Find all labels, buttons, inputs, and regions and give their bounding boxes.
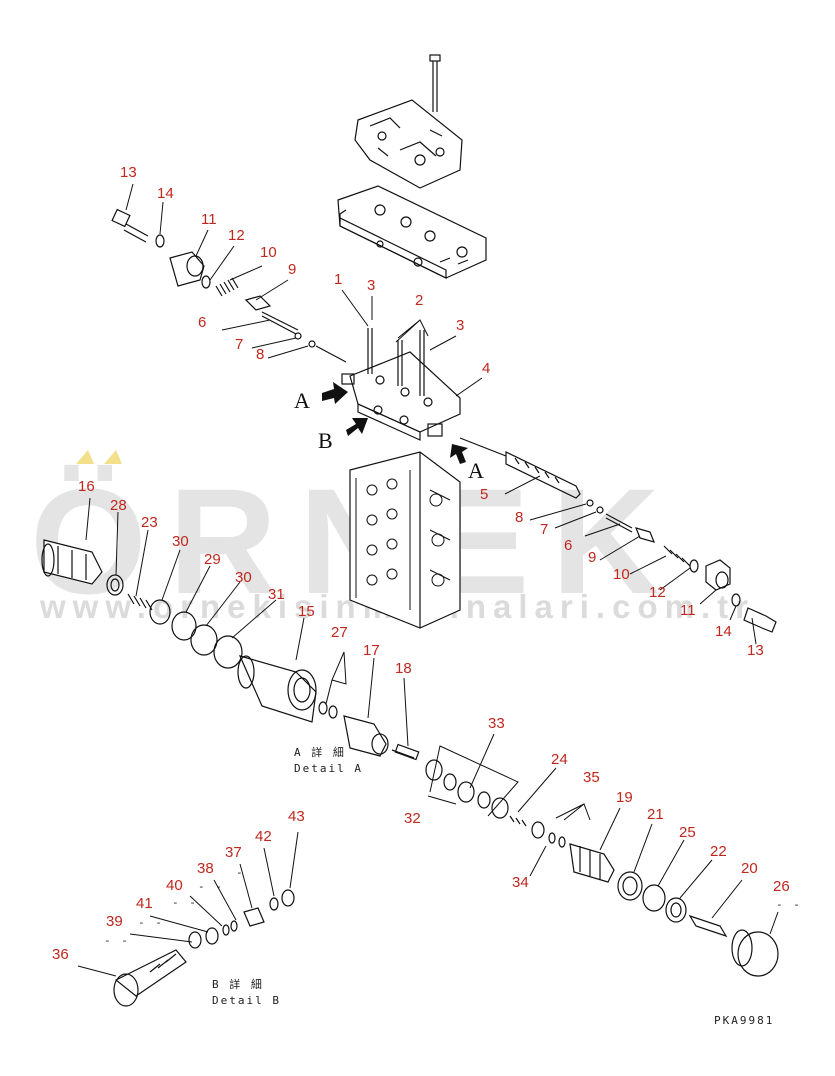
callout-4: 4 [482,360,491,377]
callout-12: 12 [228,227,245,244]
dash-mark: - - [198,880,224,893]
control-valve-assembly [349,451,461,629]
callout-39: 39 [106,913,123,930]
callout-18: 18 [395,660,412,677]
callout-10-right: 10 [613,566,630,583]
callout-14-right: 14 [715,623,732,640]
callout-8: 8 [256,346,265,363]
dash-mark: - [236,866,245,879]
callout-3: 3 [367,277,376,294]
watermark-accent [70,448,130,464]
view-label-a: A [294,388,310,413]
callout-17: 17 [363,642,380,659]
dash-mark: - - [104,934,130,947]
detail-a-caption-en: Detail A [294,762,363,775]
callout-6-right: 6 [564,537,573,554]
valve-cover [354,99,463,189]
callout-9-right: 9 [588,549,597,566]
callout-2: 2 [415,292,424,309]
callout-29: 29 [204,551,221,568]
callout-31: 31 [268,586,285,603]
callout-26: 26 [773,878,790,895]
detail-b-parts [113,889,295,1007]
detail-a-parts [343,715,779,977]
callout-33: 33 [488,715,505,732]
detail-b-caption-jp: B 詳 細 [212,978,264,991]
callout-11-right: 11 [680,602,696,619]
callout-13: 13 [120,164,137,181]
callout-7: 7 [235,336,244,353]
callout-35: 35 [583,769,600,786]
right-upper-parts [459,437,777,633]
callout-41: 41 [136,895,153,912]
callout-43: 43 [288,808,305,825]
leader-lines [77,183,779,977]
callout-25: 25 [679,824,696,841]
callout-10: 10 [260,244,277,261]
callout-42: 42 [255,828,272,845]
callout-15: 15 [298,603,315,620]
dash-mark: - - [776,898,802,911]
relief-valve-parts [41,539,338,723]
callout-13-right: 13 [747,642,764,659]
dash-mark: - - [138,916,164,929]
callout-11: 11 [201,211,217,228]
callout-34: 34 [512,874,529,891]
callout-23: 23 [141,514,158,531]
callout-32: 32 [404,810,421,827]
callout-40: 40 [166,877,183,894]
left-upper-parts [111,208,347,363]
detail-a-caption-jp: A 詳 細 [294,746,346,759]
detail-b-caption-en: Detail B [212,994,281,1007]
callout-36: 36 [52,946,69,963]
valve-section [337,185,487,279]
top-bolt [429,54,441,112]
view-label-a-right: A [468,458,484,483]
callout-6: 6 [198,314,207,331]
callout-19: 19 [616,789,633,806]
callout-30: 30 [172,533,189,550]
drawing-code: PKA9981 [714,1014,775,1027]
callout-8-right: 8 [515,509,524,526]
callout-24: 24 [551,751,568,768]
callout-27: 27 [331,624,348,641]
callout-16: 16 [78,478,95,495]
callout-1: 1 [334,271,343,288]
callout-7-right: 7 [540,521,549,538]
dash-mark: - - [172,896,198,909]
callout-3-right: 3 [456,317,465,334]
view-label-b: B [318,428,333,453]
callout-21: 21 [647,806,664,823]
callout-28: 28 [110,497,127,514]
callout-37: 37 [225,844,242,861]
callout-38: 38 [197,860,214,877]
callout-5: 5 [480,486,489,503]
callout-12-right: 12 [649,584,666,601]
callout-30-lower: 30 [235,569,252,586]
callout-9: 9 [288,261,297,278]
callout-20: 20 [741,860,758,877]
valve-body [341,328,461,441]
callout-14: 14 [157,185,174,202]
view-arrows [322,382,468,464]
callout-22: 22 [710,843,727,860]
